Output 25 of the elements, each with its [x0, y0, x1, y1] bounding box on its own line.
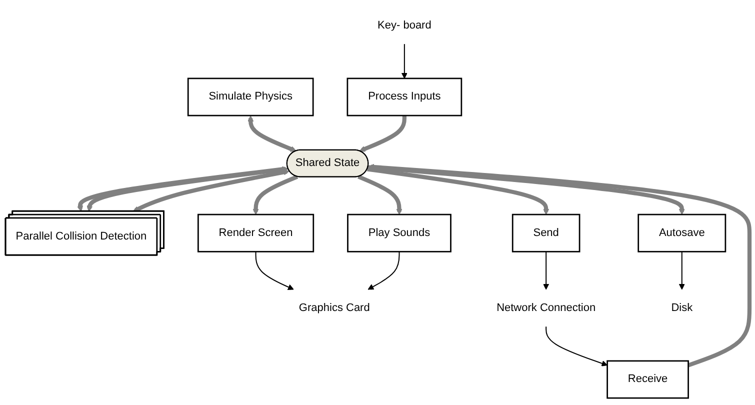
- arrow: [248, 116, 296, 152]
- arrow: [359, 116, 406, 152]
- node-box: Send: [512, 214, 580, 252]
- node-text: Key- board: [378, 19, 432, 32]
- arrow: [546, 326, 608, 366]
- arrow: [368, 164, 752, 368]
- node-box: Simulate Physics: [187, 78, 314, 116]
- node-box: Play Sounds: [347, 214, 452, 252]
- node-box: Receive: [606, 360, 689, 399]
- node-text: Network Connection: [496, 302, 596, 314]
- arrow: [367, 167, 550, 215]
- node-box: Process Inputs: [346, 78, 462, 116]
- node-text: Graphics Card: [298, 302, 370, 314]
- arrow: [132, 169, 290, 212]
- arrow: [543, 252, 550, 290]
- node-text: Disk: [671, 302, 693, 314]
- arrow: [401, 44, 408, 79]
- arrow: [678, 252, 685, 290]
- node-box: Render Screen: [197, 214, 314, 252]
- arrow: [358, 174, 402, 215]
- arrow: [368, 252, 400, 290]
- arrow: [252, 174, 298, 215]
- arrow: [368, 165, 685, 215]
- node-box: Autosave: [638, 214, 726, 252]
- arrow: [255, 252, 294, 290]
